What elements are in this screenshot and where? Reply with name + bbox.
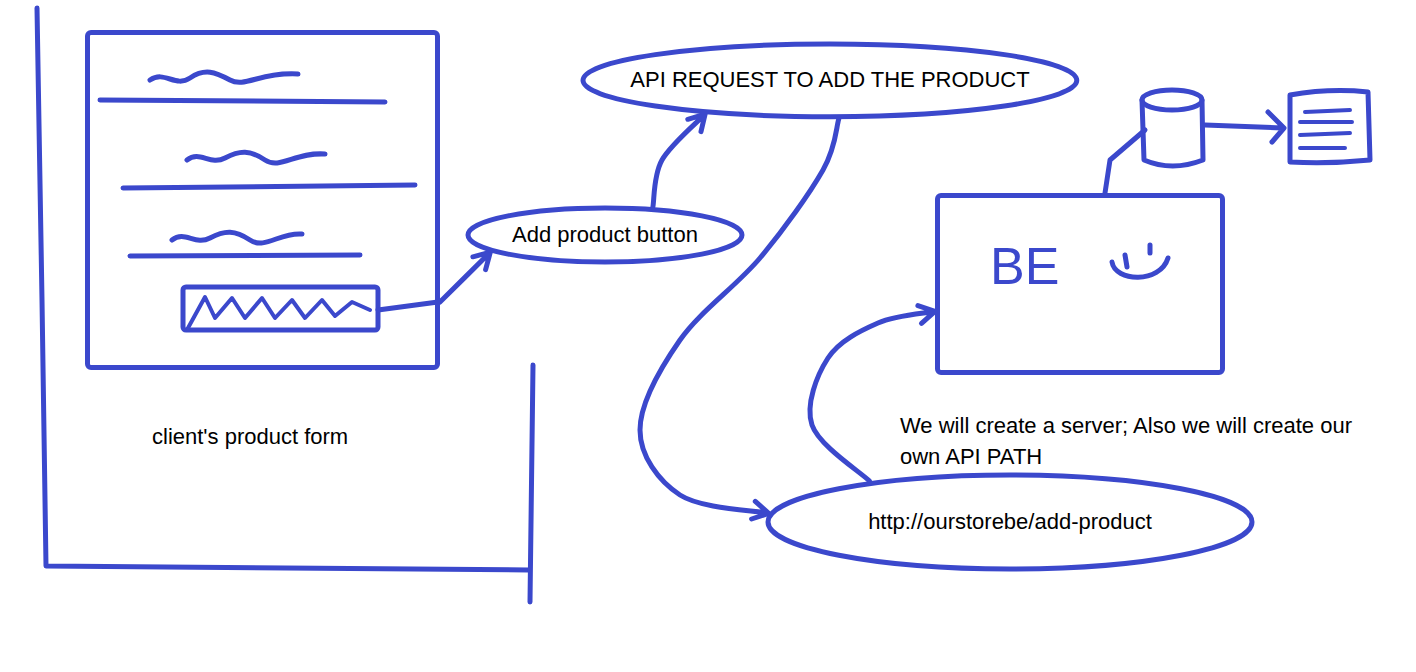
flow-arrow xyxy=(653,114,705,207)
node-text: http://ourstorebe/add-product xyxy=(868,508,1152,536)
node-text: API REQUEST TO ADD THE PRODUCT xyxy=(630,66,1029,94)
button-hatch xyxy=(188,297,370,328)
request-ellipse: API REQUEST TO ADD THE PRODUCT xyxy=(580,41,1080,120)
db-to-doc-arrow xyxy=(1205,112,1284,142)
database-top xyxy=(1142,90,1202,110)
ellipse-shape xyxy=(468,208,742,262)
outer-frame-right xyxy=(530,365,533,602)
db-link xyxy=(1105,130,1145,193)
node-text: client's product form xyxy=(152,423,348,451)
ellipse-shape xyxy=(768,475,1252,569)
form-squiggle xyxy=(172,232,302,243)
server-box: BE xyxy=(935,193,1225,375)
button-ellipse: Add product button xyxy=(465,205,745,265)
database-body xyxy=(1142,100,1203,166)
flow-arrow xyxy=(440,252,490,302)
document-lines xyxy=(1300,110,1352,148)
form-squiggle xyxy=(187,152,325,163)
form-field-lines xyxy=(100,100,415,256)
form-squiggle xyxy=(150,72,298,82)
outer-frame xyxy=(37,8,528,570)
form-box: client's product form xyxy=(85,30,440,370)
note-text: We will create a server; Also we will cr… xyxy=(900,410,1370,472)
flow-arrow xyxy=(640,119,839,519)
url-ellipse: http://ourstorebe/add-product xyxy=(765,472,1255,572)
document-icon xyxy=(1290,91,1370,163)
button-lead xyxy=(378,302,438,310)
smiley-face xyxy=(1112,245,1168,277)
node-text: Add product button xyxy=(512,221,698,249)
ellipse-shape xyxy=(583,44,1077,117)
form-submit-button xyxy=(183,287,378,330)
node-text: BE xyxy=(990,234,1059,299)
